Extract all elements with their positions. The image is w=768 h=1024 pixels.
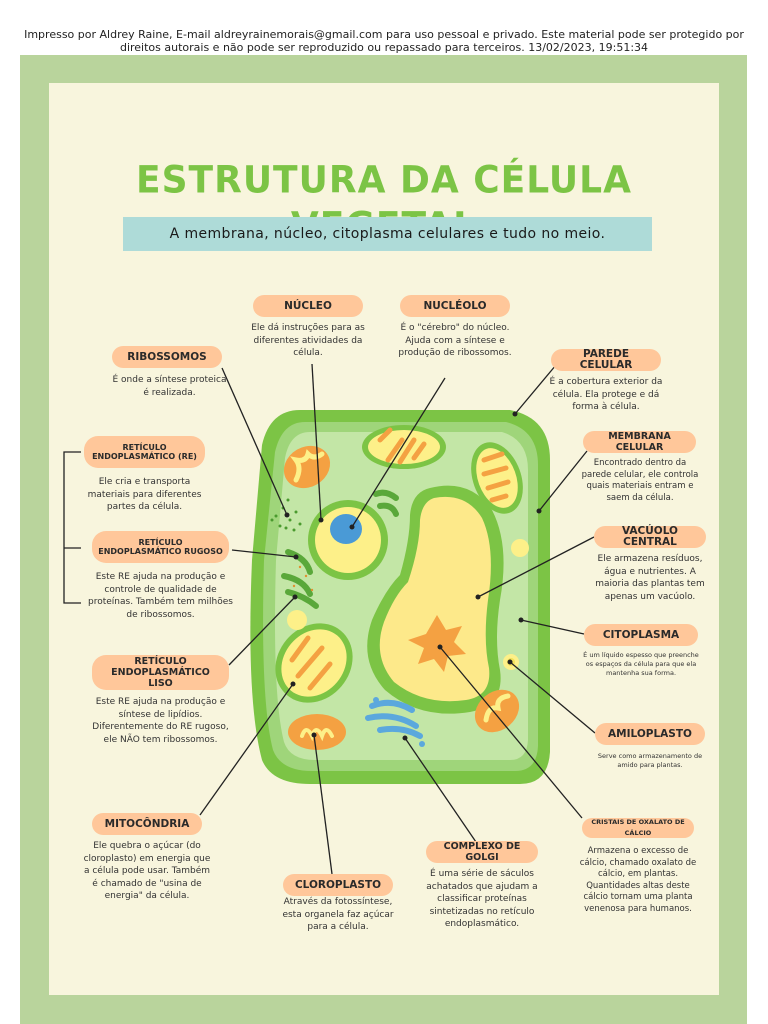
nucleolus xyxy=(330,514,362,544)
leader-cristais xyxy=(439,646,583,819)
label-citoplasma: CITOPLASMA xyxy=(584,624,698,646)
label-amiloplasto: AMILOPLASTO xyxy=(595,723,705,745)
leader-re-bracket xyxy=(63,451,81,604)
chloroplast-top xyxy=(362,425,446,469)
desc-re: Ele cria e transporta materiais para dif… xyxy=(87,477,202,512)
desc-membrana-celular: Encontrado dentro da parede celular, ele… xyxy=(581,458,699,503)
label-complexo-golgi: COMPLEXO DE GOLGI xyxy=(426,841,538,863)
smooth-er xyxy=(373,489,399,517)
leader-nucleolo xyxy=(351,377,446,528)
label-cristais-oxalato: CRISTAIS DE OXALATO DE CÁLCIO xyxy=(582,818,694,838)
chloroplast-bottom-left xyxy=(275,623,353,703)
desc-amiloplasto: Serve como armazenamento de amido para p… xyxy=(597,752,703,769)
label-vacuolo-central: VACÚOLO CENTRAL xyxy=(594,526,706,548)
desc-ribossomos: É onde a síntese proteica é realizada. xyxy=(112,375,227,398)
label-mitocondria: MITOCÔNDRIA xyxy=(92,813,202,835)
print-notice: Impresso por Aldrey Raine, E-mail aldrey… xyxy=(24,28,744,54)
label-ribossomos: RIBOSSOMOS xyxy=(112,346,222,368)
desc-citoplasma: É um líquido espesso que preenche os esp… xyxy=(583,651,699,677)
label-re: RETÍCULO ENDOPLASMÁTICO (RE) xyxy=(84,436,205,468)
poster-subtitle: A membrana, núcleo, citoplasma celulares… xyxy=(123,217,652,251)
leader-vacuolo xyxy=(477,536,595,598)
label-membrana-celular: MEMBRANA CELULAR xyxy=(583,431,696,453)
leader-cloroplasto xyxy=(313,734,333,875)
leader-nucleo xyxy=(311,363,322,521)
desc-re-rugoso: Este RE ajuda na produção e controle de … xyxy=(88,572,233,620)
rough-er xyxy=(281,549,319,609)
label-re-liso: RETÍCULO ENDOPLASMÁTICO LISO xyxy=(92,655,229,690)
leader-dots xyxy=(284,411,542,741)
label-nucleolo: NUCLÉOLO xyxy=(400,295,510,317)
mitochondria-bottom xyxy=(288,714,346,750)
central-vacuole xyxy=(379,496,491,702)
desc-cloroplasto: Através da fotossíntese, esta organela f… xyxy=(282,897,394,932)
leader-lines xyxy=(63,363,596,875)
leader-mitocondria xyxy=(199,683,294,816)
label-re-rugoso: RETÍCULO ENDOPLASMÁTICO RUGOSO xyxy=(92,531,229,563)
amyloplast xyxy=(287,610,307,630)
chloroplast-right xyxy=(471,442,523,514)
leader-golgi xyxy=(404,737,477,843)
calcium-oxalate-crystal xyxy=(408,615,466,672)
desc-nucleolo: É o "cérebro" do núcleo. Ajuda com a sín… xyxy=(398,323,512,358)
label-nucleo: NÚCLEO xyxy=(253,295,363,317)
desc-re-liso: Este RE ajuda na produção e síntese de l… xyxy=(92,697,229,745)
leader-parede xyxy=(514,364,557,415)
desc-mitocondria: Ele quebra o açúcar (do cloroplasto) em … xyxy=(83,841,211,901)
desc-complexo-golgi: É uma série de sáculos achatados que aju… xyxy=(426,869,538,929)
desc-cristais-oxalato: Armazena o excesso de cálcio, chamado ox… xyxy=(579,846,697,914)
leader-membrana xyxy=(538,450,588,512)
golgi-complex xyxy=(365,697,425,747)
label-parede-celular: PAREDE CELULAR xyxy=(551,349,661,371)
desc-nucleo: Ele dá instruções para as diferentes ati… xyxy=(251,323,365,358)
leader-citoplasma xyxy=(520,619,585,635)
leader-amiloplasto xyxy=(509,661,596,734)
desc-parede-celular: É a cobertura exterior da célula. Ela pr… xyxy=(549,377,663,412)
leader-re-liso xyxy=(228,596,296,666)
leader-re-rugoso xyxy=(231,549,297,558)
leader-ribossomos xyxy=(221,367,288,516)
label-cloroplasto: CLOROPLASTO xyxy=(283,874,393,896)
desc-vacuolo-central: Ele armazena resíduos, água e nutrientes… xyxy=(595,554,705,602)
mitochondria-right xyxy=(474,689,520,733)
amyloplast xyxy=(511,539,529,557)
